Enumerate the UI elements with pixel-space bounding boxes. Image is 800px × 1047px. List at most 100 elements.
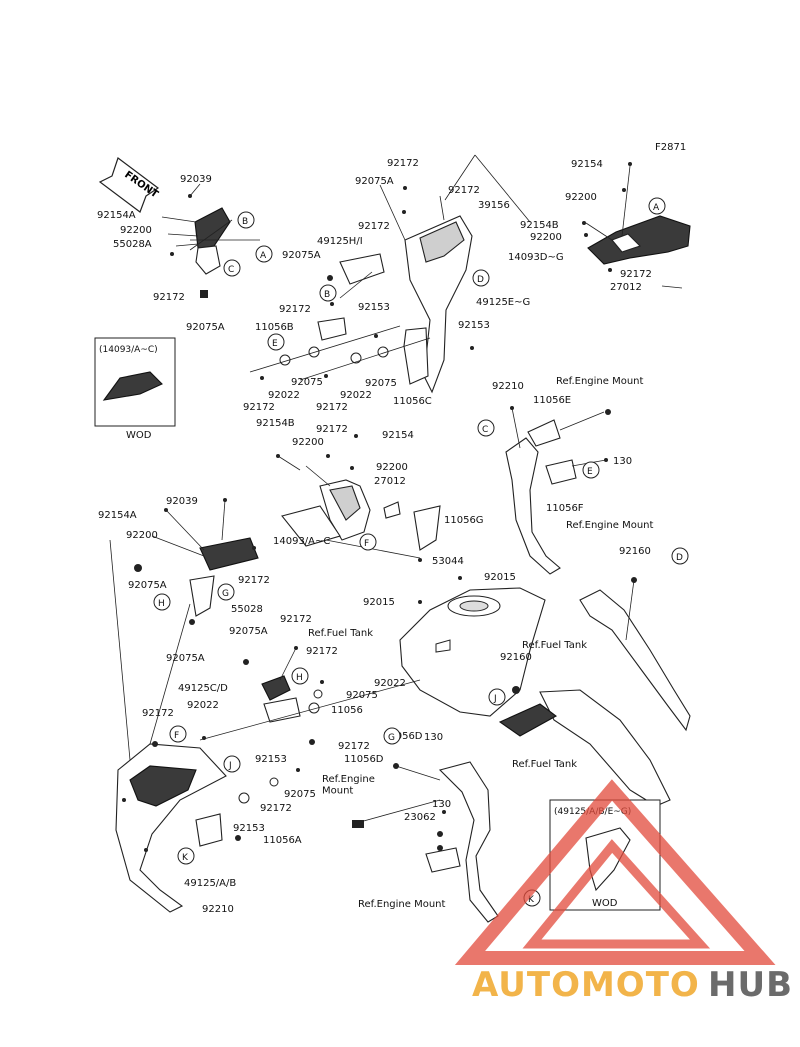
svg-text:C: C [482, 425, 488, 435]
part-label: 92075 [365, 378, 397, 389]
part-label: 92172 [260, 803, 292, 814]
callout-G: G [383, 727, 401, 745]
ref-label: Ref.Engine Mount [556, 376, 643, 387]
inset-box-left: (14093/A~C) WOD [94, 337, 176, 441]
ref-label: Ref.Fuel Tank [308, 628, 373, 639]
callout-B: B [319, 284, 337, 302]
callout-F: F [169, 725, 187, 743]
svg-text:F: F [364, 539, 369, 549]
part-label: 92200 [530, 232, 562, 243]
part-label: 92210 [492, 381, 524, 392]
part-label: 92172 [387, 158, 419, 169]
part-label: 92172 [238, 575, 270, 586]
tank-cover-right [498, 686, 671, 807]
svg-text:A: A [260, 251, 267, 261]
callout-D: D [671, 547, 689, 565]
part-label: 92022 [374, 678, 406, 689]
part-label: 92075 [291, 377, 323, 388]
part-label: 92172 [306, 646, 338, 657]
part-label: 92154A [97, 210, 136, 221]
part-label: 92200 [120, 225, 152, 236]
part-label: 39156 [478, 200, 510, 211]
part-label: 92154A [98, 510, 137, 521]
callout-H: H [291, 667, 309, 685]
part-label: 27012 [610, 282, 642, 293]
lower-bracket-group [199, 646, 421, 745]
part-label: 92153 [255, 754, 287, 765]
part-label: 92075A [128, 580, 167, 591]
inset-left-title: (14093/A~C) [99, 345, 158, 355]
svg-text:J: J [228, 761, 232, 771]
part-label: 92172 [243, 402, 275, 413]
part-label: 11056A [263, 835, 302, 846]
svg-text:E: E [272, 339, 278, 349]
part-label: 130 [613, 456, 632, 467]
callout-B: B [237, 211, 255, 229]
part-label: 92172 [279, 304, 311, 315]
part-label: 92015 [484, 572, 516, 583]
part-label: 130 [424, 732, 443, 743]
part-label: 11056B [255, 322, 294, 333]
part-label: 55028A [113, 239, 152, 250]
ref-label: Ref.Engine Mount [358, 899, 445, 910]
part-label: 92210 [202, 904, 234, 915]
inset-right-note: WOD [592, 898, 618, 909]
svg-text:B: B [324, 290, 330, 300]
part-label: 53044 [432, 556, 464, 567]
part-label: 92075A [229, 626, 268, 637]
inset-left-note: WOD [126, 430, 152, 441]
callout-F: F [359, 533, 377, 551]
part-label: 92153 [233, 823, 265, 834]
ref-label: Ref.Fuel Tank [522, 640, 587, 651]
front-arrow: FRONT [98, 157, 160, 213]
part-label: 11056D [383, 731, 423, 742]
part-label: 92075A [166, 653, 205, 664]
callout-J: J [223, 755, 241, 773]
svg-text:G: G [222, 589, 229, 599]
mirror-cover-group [582, 162, 691, 289]
part-label: 49125C/D [178, 683, 228, 694]
part-label: 14093/A~C [273, 536, 330, 547]
part-label: 92172 [316, 402, 348, 413]
figure-code: F2871 [655, 142, 686, 153]
callout-E: E [267, 333, 285, 351]
callout-A: A [255, 245, 273, 263]
part-label: 92160 [619, 546, 651, 557]
part-label: 49125H/I [317, 236, 363, 247]
callout-E: E [582, 461, 600, 479]
part-label: 92172 [338, 741, 370, 752]
part-label: 130 [432, 799, 451, 810]
callout-markers: A A B B C C D D E E F F G G H H J J K K [153, 197, 689, 907]
part-label: 11056G [444, 515, 484, 526]
svg-text:H: H [296, 673, 303, 683]
part-label: 92200 [292, 437, 324, 448]
part-label: 11056F [546, 503, 584, 514]
bracket-group-topleft [161, 183, 260, 298]
part-label: 92039 [180, 174, 212, 185]
part-label: 92075A [186, 322, 225, 333]
part-label: 11056C [393, 396, 432, 407]
watermark-logo-mark [454, 779, 776, 965]
part-label: 11056 [331, 705, 363, 716]
duct-group-left [134, 498, 259, 625]
lower-fairing-left [109, 539, 300, 913]
part-label: 92075A [282, 250, 321, 261]
part-label: 92075A [355, 176, 394, 187]
part-label: 92075 [284, 789, 316, 800]
part-label: 92154B [520, 220, 559, 231]
part-label: 11056E [533, 395, 571, 406]
part-label: 92172 [153, 292, 185, 303]
part-label: 11056D [344, 754, 384, 765]
part-label: 92039 [166, 496, 198, 507]
part-label: 92172 [280, 614, 312, 625]
svg-text:B: B [242, 217, 248, 227]
callout-C: C [477, 419, 495, 437]
side-panel-right [579, 577, 691, 732]
part-label: 92200 [126, 530, 158, 541]
part-label: 92153 [358, 302, 390, 313]
svg-text:E: E [587, 467, 593, 477]
part-label: 92075 [346, 690, 378, 701]
part-label: 92200 [376, 462, 408, 473]
part-label: 92015 [363, 597, 395, 608]
